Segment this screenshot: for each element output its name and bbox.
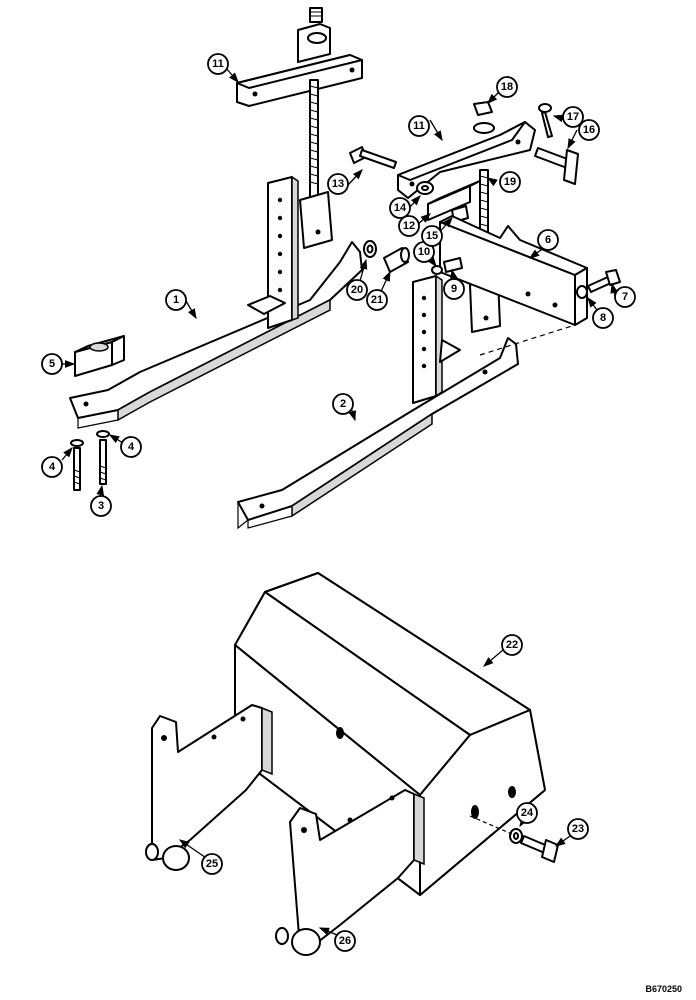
part-12-plate	[427, 179, 483, 221]
callout-25: 25	[201, 853, 223, 875]
callout-4b: 4	[120, 436, 142, 458]
callout-18: 18	[496, 76, 518, 98]
part-3-bolts	[73, 439, 107, 491]
callout-16: 16	[578, 119, 600, 141]
callout-20: 20	[346, 279, 368, 301]
callout-3: 3	[90, 495, 112, 517]
part-21-pin	[383, 247, 410, 273]
svg-text:18: 18	[501, 81, 513, 93]
callout-13: 13	[327, 173, 349, 195]
callout-23: 23	[567, 818, 589, 840]
part-8-washer	[576, 285, 588, 299]
svg-text:14: 14	[394, 202, 407, 214]
svg-text:13: 13	[332, 178, 344, 190]
svg-text:21: 21	[371, 294, 383, 306]
svg-text:25: 25	[206, 858, 218, 870]
part-25-bracket	[145, 704, 273, 871]
callout-11b: 11	[408, 115, 430, 137]
svg-text:1: 1	[173, 294, 179, 306]
svg-text:7: 7	[622, 291, 628, 303]
part-26-bracket	[275, 789, 425, 956]
svg-text:8: 8	[600, 312, 606, 324]
svg-text:4: 4	[128, 441, 135, 453]
part-1-left-frame-arm	[69, 175, 363, 429]
svg-text:6: 6	[545, 234, 551, 246]
callout-9: 9	[443, 278, 465, 300]
svg-text:26: 26	[339, 935, 351, 947]
part-17-pin	[538, 103, 553, 138]
callout-26: 26	[334, 930, 356, 952]
part-24-washer	[509, 828, 523, 844]
callout-12: 12	[398, 215, 420, 237]
callout-7: 7	[614, 286, 636, 308]
callout-17: 17	[562, 106, 584, 128]
part-11-right-link	[397, 121, 536, 199]
svg-text:3: 3	[98, 500, 104, 512]
callout-19: 19	[499, 171, 521, 193]
part-14-washer	[416, 181, 434, 195]
part-23-bolt	[520, 835, 559, 863]
svg-text:10: 10	[418, 246, 430, 258]
part-13-bolt	[349, 146, 397, 169]
svg-text:12: 12	[403, 220, 415, 232]
part-16-pin	[534, 147, 579, 185]
callout-5: 5	[41, 353, 63, 375]
svg-text:2: 2	[340, 398, 346, 410]
svg-text:5: 5	[49, 358, 55, 370]
part-6-plate	[439, 215, 588, 326]
callout-11a: 11	[207, 53, 229, 75]
part-10-washer	[431, 265, 443, 275]
callout-21: 21	[366, 289, 388, 311]
svg-text:22: 22	[506, 639, 518, 651]
svg-text:15: 15	[426, 230, 438, 242]
part-11-upper-link	[236, 7, 363, 249]
svg-text:24: 24	[521, 807, 534, 819]
part-7-bolt	[587, 269, 621, 293]
callout-15: 15	[421, 225, 443, 247]
part-2-right-frame-arm	[237, 274, 519, 530]
callout-6: 6	[537, 229, 559, 251]
callout-14: 14	[389, 197, 411, 219]
callout-4a: 4	[41, 456, 63, 478]
svg-text:23: 23	[572, 823, 584, 835]
callout-24: 24	[516, 802, 538, 824]
callout-1: 1	[165, 289, 187, 311]
svg-text:17: 17	[567, 111, 579, 123]
callout-2: 2	[332, 393, 354, 415]
part-18-nut	[473, 101, 493, 116]
part-22-counterweight	[234, 572, 546, 896]
svg-text:16: 16	[583, 124, 595, 136]
figure-code: B670250	[645, 984, 682, 994]
part-20-washer	[363, 240, 377, 258]
part-4-washers	[70, 430, 110, 447]
callout-8: 8	[592, 307, 614, 329]
part-9-bolt	[443, 257, 463, 273]
callout-22: 22	[501, 634, 523, 656]
svg-text:20: 20	[351, 284, 363, 296]
svg-text:9: 9	[451, 283, 457, 295]
svg-text:19: 19	[504, 176, 516, 188]
part-5-clamp-block	[74, 335, 125, 377]
svg-text:11: 11	[212, 58, 224, 70]
svg-text:11: 11	[413, 120, 425, 132]
svg-text:4: 4	[49, 461, 56, 473]
